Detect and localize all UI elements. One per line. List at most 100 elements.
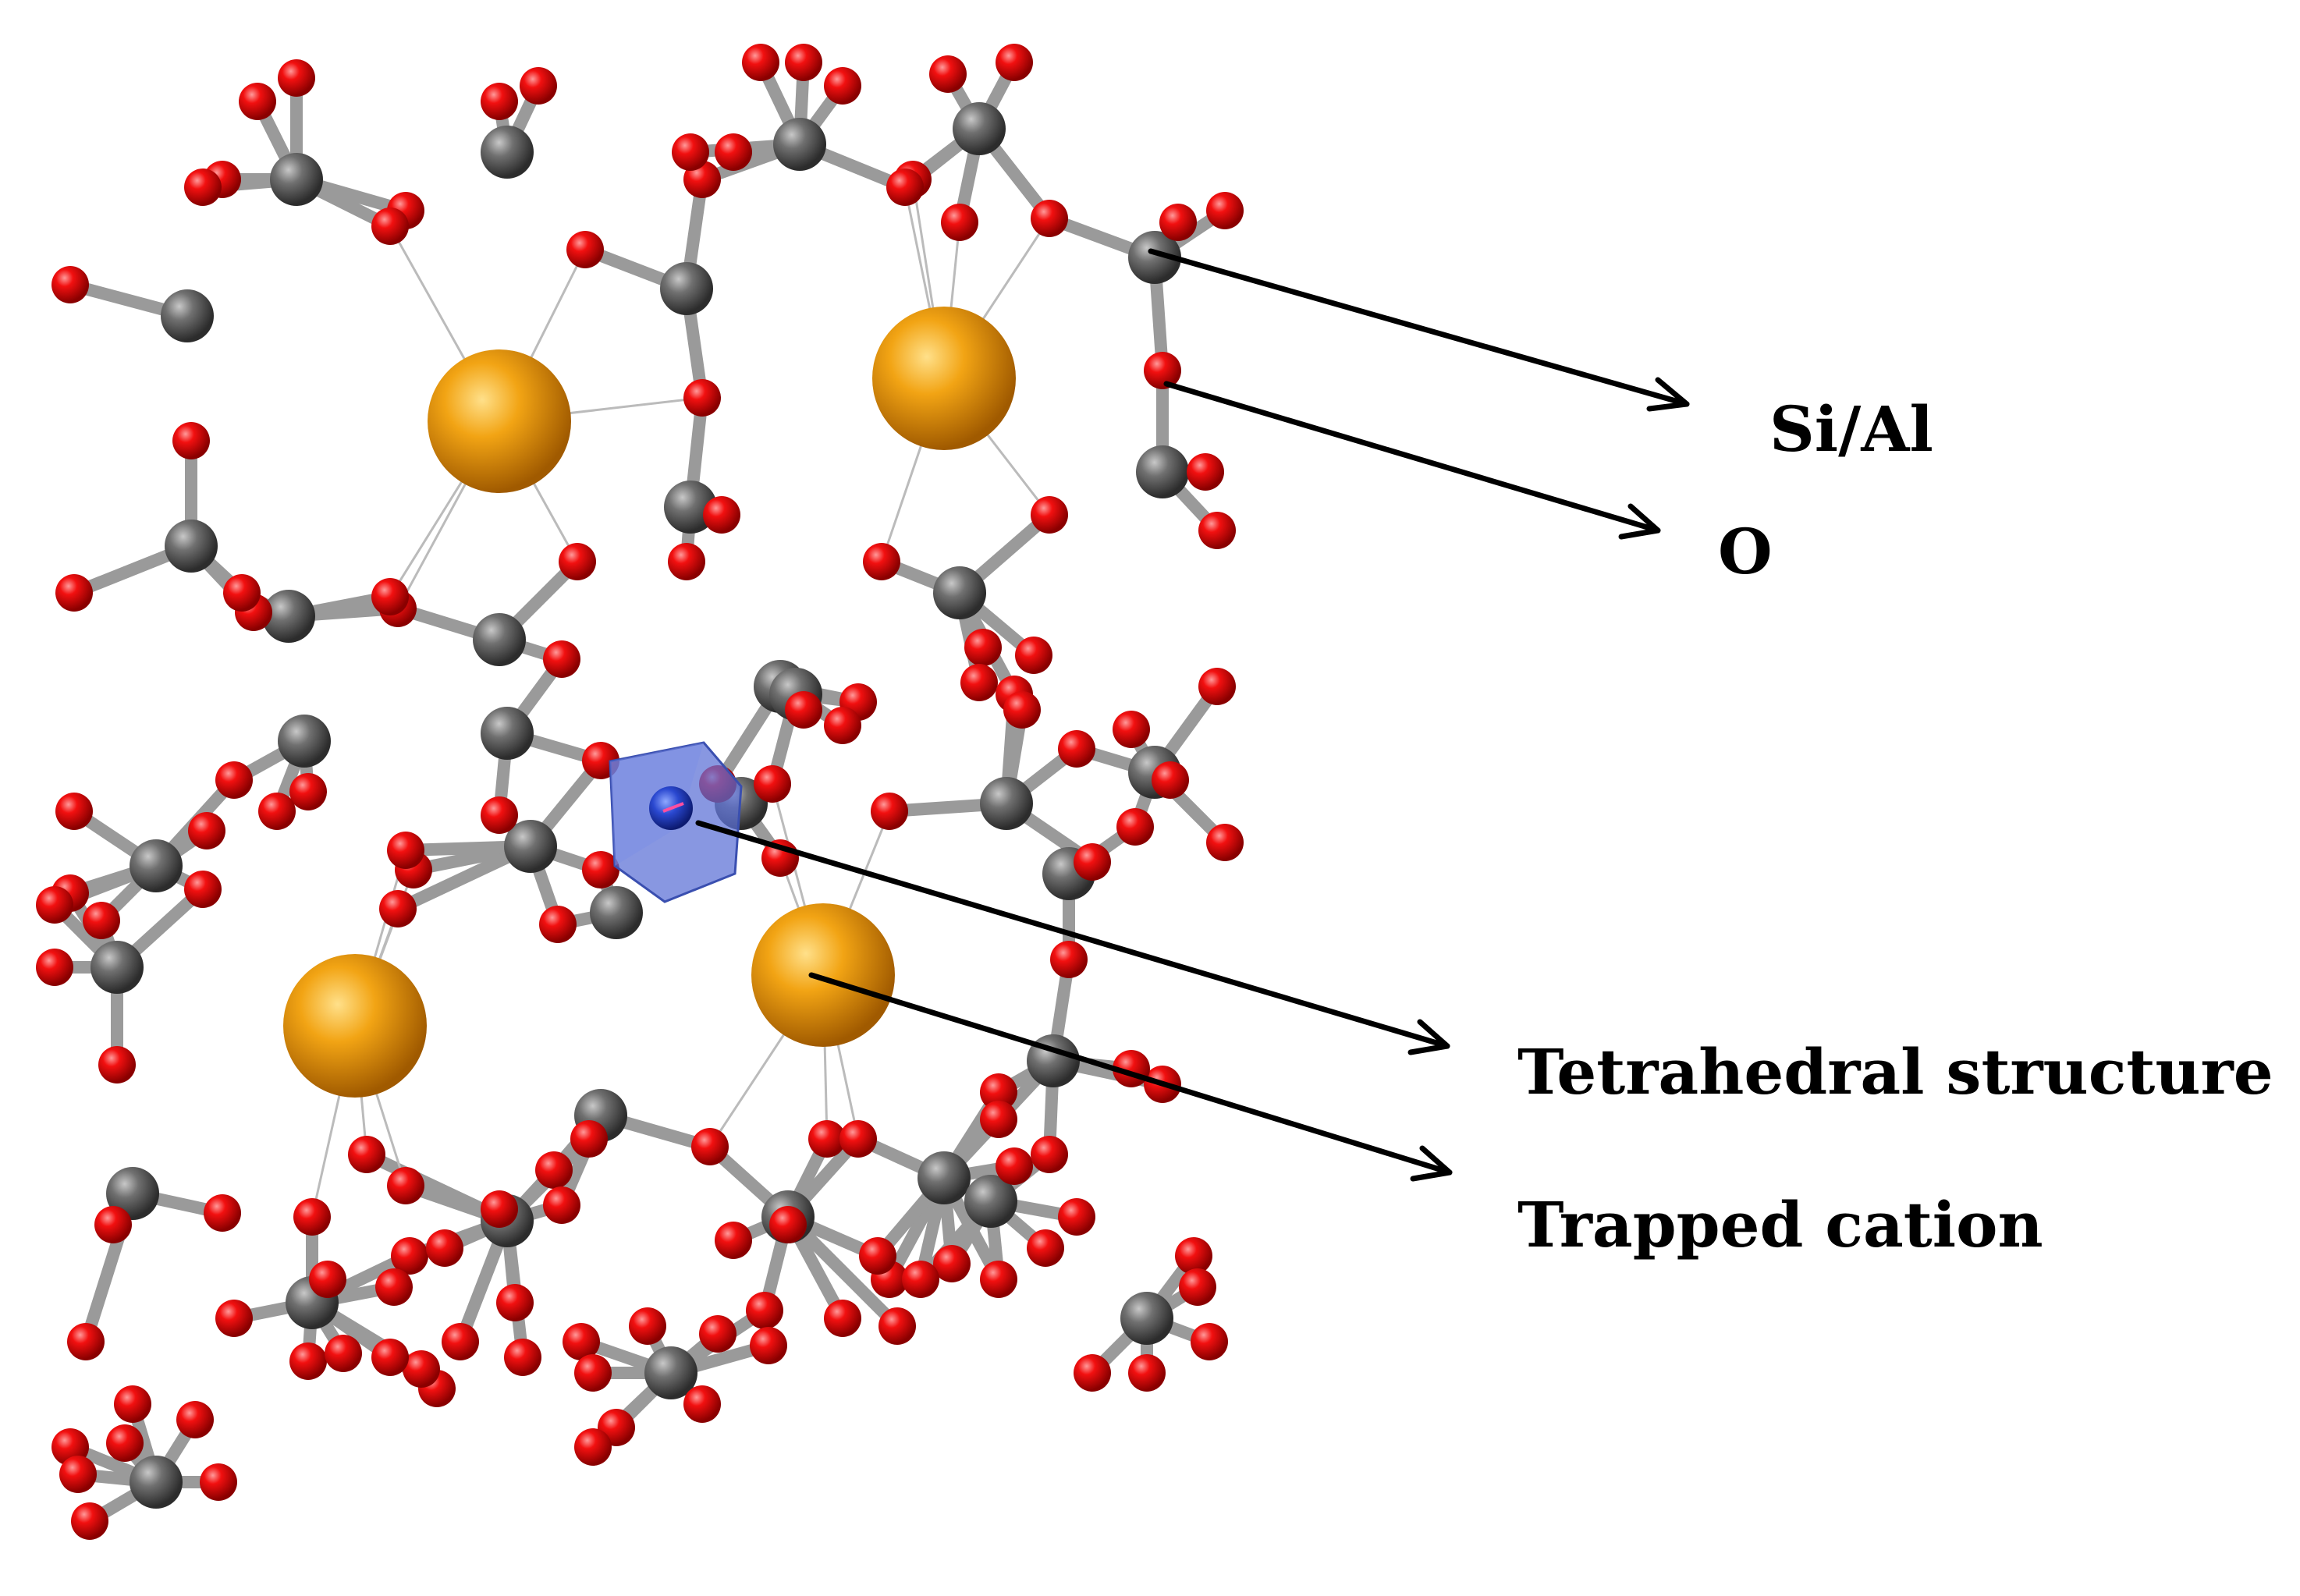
oxygen-atom bbox=[1074, 843, 1111, 881]
oxygen-atom bbox=[629, 1307, 666, 1345]
oxygen-atom bbox=[824, 67, 861, 105]
oxygen-atom bbox=[785, 44, 822, 81]
oxygen-atom bbox=[1191, 1323, 1228, 1360]
oxygen-atom bbox=[204, 1194, 241, 1232]
si-al-atom bbox=[953, 102, 1006, 155]
si-al-atom bbox=[481, 707, 534, 760]
oxygen-atom bbox=[769, 1206, 807, 1243]
oxygen-atom bbox=[824, 707, 861, 744]
oxygen-atom bbox=[543, 640, 580, 678]
oxygen-atom bbox=[94, 1206, 132, 1243]
oxygen-arrow bbox=[1163, 381, 1661, 540]
si-al-atom bbox=[644, 1346, 697, 1399]
oxygen-atom bbox=[114, 1385, 151, 1423]
si-al-atom bbox=[590, 886, 643, 939]
oxygen-atom bbox=[215, 761, 253, 799]
oxygen-atom bbox=[59, 1456, 97, 1493]
si-al-atom bbox=[933, 566, 986, 619]
oxygen-atom bbox=[980, 1101, 1017, 1138]
oxygen-atom bbox=[574, 1354, 612, 1392]
oxygen-atom bbox=[481, 83, 518, 120]
oxygen-atom bbox=[683, 379, 721, 417]
trapped-cation-label: Trapped cation bbox=[1517, 1188, 2043, 1261]
trapped-cation-atom bbox=[751, 903, 895, 1047]
oxygen-atom bbox=[878, 1307, 916, 1345]
oxygen-atom bbox=[391, 1237, 428, 1275]
oxygen-atom bbox=[520, 67, 557, 105]
oxygen-atom bbox=[871, 793, 908, 830]
si-al-atom bbox=[130, 1456, 183, 1509]
oxygen-atom bbox=[172, 422, 210, 459]
oxygen-atom bbox=[184, 871, 222, 908]
si-al-atom bbox=[262, 590, 315, 643]
oxygen-atom bbox=[289, 773, 327, 810]
oxygen-atom bbox=[559, 543, 596, 580]
si-al-atom bbox=[161, 289, 214, 342]
oxygen-atom bbox=[750, 1327, 787, 1364]
oxygen-atom bbox=[1003, 691, 1041, 729]
oxygen-atom bbox=[960, 664, 998, 701]
oxygen-atom bbox=[106, 1424, 144, 1462]
oxygen-atom bbox=[886, 168, 924, 206]
oxygen-atom bbox=[929, 55, 967, 93]
oxygen-atom bbox=[1031, 200, 1068, 237]
oxygen-atom bbox=[746, 1292, 783, 1329]
si-al-atom bbox=[660, 262, 713, 315]
oxygen-atom bbox=[668, 543, 705, 580]
oxygen-atom bbox=[387, 832, 424, 869]
oxygen-atom bbox=[200, 1463, 237, 1501]
oxygen-atom bbox=[325, 1335, 362, 1372]
oxygen-atom bbox=[683, 1385, 721, 1423]
oxygen-atom bbox=[808, 1120, 846, 1158]
oxygen-atom bbox=[1027, 1229, 1064, 1267]
oxygen-atom bbox=[1113, 711, 1150, 748]
oxygen-atom bbox=[403, 1350, 440, 1388]
si-al-atom bbox=[773, 118, 826, 171]
si-al-atom bbox=[1128, 231, 1181, 284]
si-al-atom bbox=[918, 1151, 971, 1204]
oxygen-atom bbox=[996, 44, 1033, 81]
si-al-atom bbox=[1136, 445, 1189, 498]
si-al-atom bbox=[278, 715, 331, 768]
oxygen-atom bbox=[1159, 204, 1197, 241]
oxygen-atom bbox=[933, 1245, 971, 1282]
oxygen-atom bbox=[980, 1073, 1017, 1111]
oxygen-atom bbox=[672, 133, 709, 171]
si-al-arrow bbox=[1148, 248, 1690, 412]
oxygen-atom bbox=[566, 231, 604, 268]
oxygen-atom bbox=[1058, 730, 1095, 768]
si-al-atom bbox=[473, 613, 526, 666]
oxygen-atom bbox=[1074, 1354, 1111, 1392]
oxygen-atom bbox=[309, 1261, 346, 1298]
oxygen-atom bbox=[36, 949, 73, 986]
oxygen-atom bbox=[1031, 1136, 1068, 1173]
oxygen-atom bbox=[67, 1323, 105, 1360]
oxygen-atom bbox=[824, 1300, 861, 1337]
oxygen-atom bbox=[223, 574, 261, 612]
oxygen-atom bbox=[184, 168, 222, 206]
trapped-cation-atom bbox=[428, 349, 571, 493]
oxygen-atom bbox=[563, 1323, 600, 1360]
oxygen-atom bbox=[258, 793, 296, 830]
trapped-cation-atom bbox=[872, 307, 1016, 450]
oxygen-atom bbox=[859, 1237, 896, 1275]
oxygen-atom bbox=[1198, 668, 1236, 705]
oxygen-atom bbox=[1058, 1198, 1095, 1236]
oxygen-atom bbox=[574, 1428, 612, 1466]
oxygen-atom bbox=[742, 44, 779, 81]
oxygen-atom bbox=[1152, 761, 1189, 799]
oxygen-atom bbox=[1116, 808, 1154, 846]
tetrahedral-structure-label: Tetrahedral structure bbox=[1517, 1035, 2273, 1108]
annotation-arrows bbox=[695, 248, 1690, 1182]
oxygen-atom bbox=[703, 496, 740, 534]
oxygen-atom bbox=[1128, 1354, 1166, 1392]
si-al-atom bbox=[91, 941, 144, 994]
oxygen-atom bbox=[278, 59, 315, 97]
oxygen-atom bbox=[1198, 512, 1236, 549]
si-al-atom bbox=[165, 520, 218, 573]
oxygen-atom bbox=[980, 1261, 1017, 1298]
cation-arrow bbox=[808, 972, 1453, 1182]
oxygen-atom bbox=[1187, 453, 1224, 491]
oxygen-atom bbox=[699, 1315, 736, 1353]
